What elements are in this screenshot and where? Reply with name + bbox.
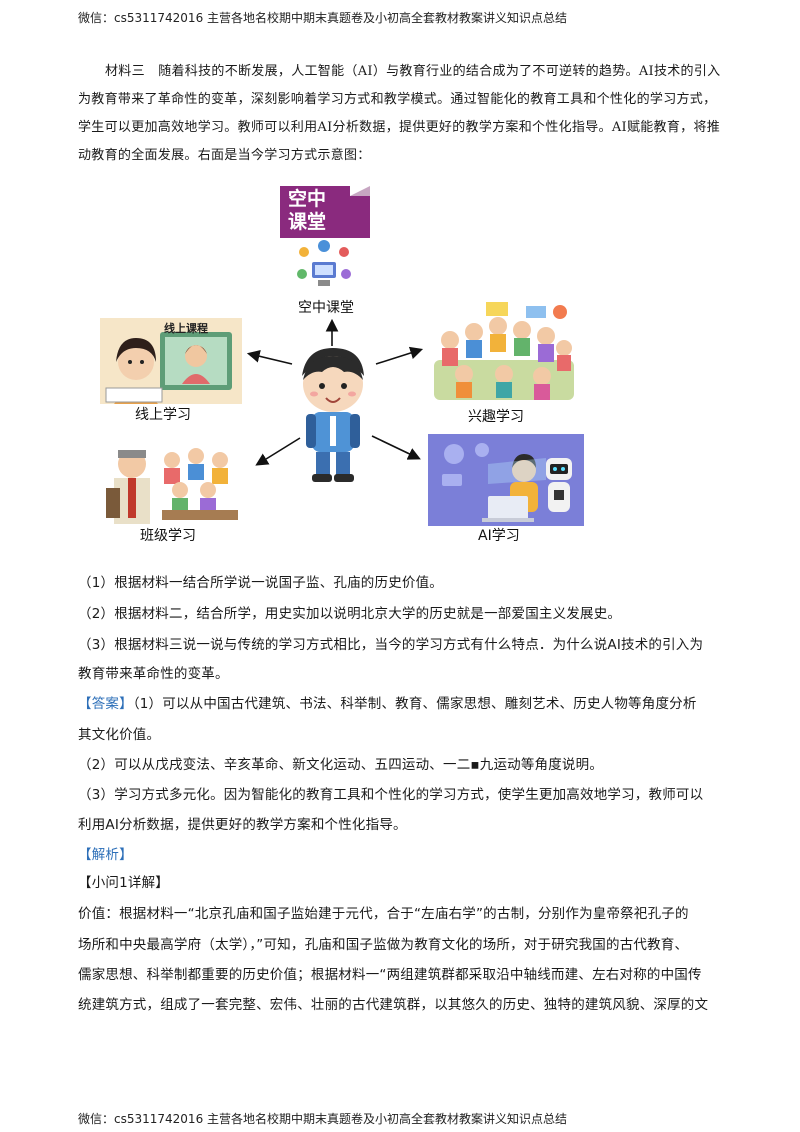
- online-course-board: 线上课程: [164, 322, 208, 335]
- boy-illustration: [302, 348, 364, 482]
- ai-learning-image: [428, 434, 584, 526]
- answer-3-line-1: （3）学习方式多元化。因为智能化的教育工具和个性化的学习方式，使学生更加高效地学…: [78, 787, 704, 803]
- detail-line-3: 儒家思想、科举制都重要的历史价值；根据材料一“两组建筑群都采取沿中轴线而建、左右…: [78, 967, 702, 983]
- answer-2: （2）可以从戊戌变法、辛亥革命、新文化运动、五四运动、一二▪九运动等角度说明。: [78, 757, 604, 773]
- sign-line-1: 空中: [288, 188, 327, 210]
- answer-line-2: 其文化价值。: [78, 727, 161, 743]
- answer-line-1: 【答案】（1）可以从中国古代建筑、书法、科举制、教育、儒家思想、雕刻艺术、历史人…: [78, 694, 738, 714]
- sky-classroom-icons: [297, 240, 351, 286]
- detail-line-1: 价值：根据材料一“北京孔庙和国子监始建于元代，合于“左庙右学”的古制，分别作为皇…: [78, 906, 689, 922]
- interest-learning-caption: 兴趣学习: [468, 409, 524, 425]
- page-footer: 微信：cs5311742016 主营各地名校期中期末真题卷及小初高全套教材教案讲…: [78, 1112, 568, 1126]
- question-1: （1）根据材料一结合所学说一说国子监、孔庙的历史价值。: [78, 575, 443, 591]
- sky-classroom-caption: 空中课堂: [298, 300, 354, 316]
- detail-line-4: 统建筑方式，组成了一套完整、宏伟、壮丽的古代建筑群，以其悠久的历史、独特的建筑风…: [78, 997, 709, 1013]
- sky-classroom-sign: 空中 课堂: [280, 186, 370, 238]
- interest-learning-image: [430, 300, 578, 410]
- question-2: （2）根据材料二，结合所学，用史实加以说明北京大学的历史就是一部爱国主义发展史。: [78, 606, 622, 622]
- analysis-tag: 【解析】: [78, 847, 133, 863]
- material-three-paragraph: 材料三 随着科技的不断发展，人工智能（AI）与教育行业的结合成为了不可逆转的趋势…: [78, 64, 721, 163]
- online-learning-image: 线上课程: [100, 318, 242, 404]
- detail-line-2: 场所和中央最高学府（太学），”可知，孔庙和国子监做为教育文化的场所，对于研究我国…: [78, 937, 689, 953]
- question-3-line-1: （3）根据材料三说一说与传统的学习方式相比，当今的学习方式有什么特点．为什么说A…: [78, 637, 704, 653]
- answer-1-text: （1）可以从中国古代建筑、书法、科举制、教育、儒家思想、雕刻艺术、历史人物等角度…: [132, 696, 697, 712]
- question-3-line-2: 教育带来革命性的变革。: [78, 666, 229, 682]
- ai-learning-caption: AI学习: [478, 528, 520, 544]
- class-learning-caption: 班级学习: [140, 528, 196, 544]
- diagram-arrows: [246, 318, 424, 466]
- detail-1-tag: 【小问1详解】: [78, 875, 169, 891]
- answer-3-line-2: 利用AI分析数据，提供更好的教学方案和个性化指导。: [78, 817, 407, 833]
- page-header: 微信：cs5311742016 主营各地名校期中期末真题卷及小初高全套教材教案讲…: [78, 11, 568, 25]
- class-learning-image: [96, 438, 244, 524]
- answer-tag: 【答案】: [78, 696, 133, 712]
- online-learning-caption: 线上学习: [135, 407, 191, 423]
- sign-line-2: 课堂: [288, 211, 327, 233]
